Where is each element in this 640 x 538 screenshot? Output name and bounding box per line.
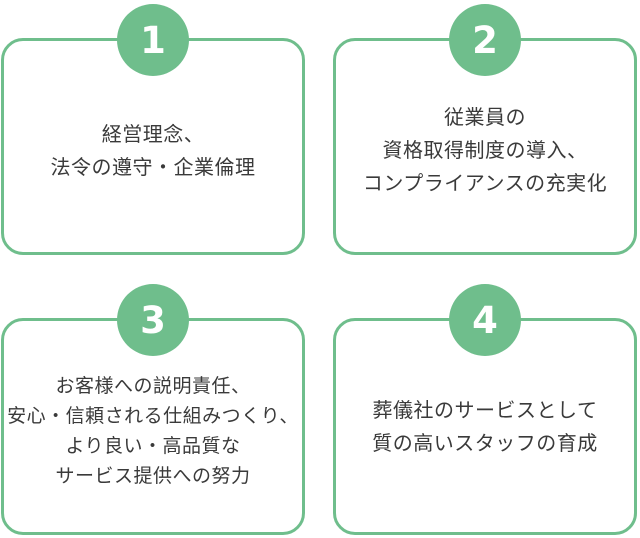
card-4-text: 葬儀社のサービスとして 質の高いスタッフの育成	[372, 394, 598, 460]
number-badge-4: 4	[449, 284, 521, 356]
card-3-text: お客様への説明責任、 安心・信頼される仕組みつくり、 より良い・高品質な サービ…	[7, 371, 299, 491]
card-2-line-2: 資格取得制度の導入、	[382, 138, 588, 162]
card-2: 2 従業員の 資格取得制度の導入、 コンプライアンスの充実化	[333, 4, 637, 255]
card-4-line-1: 葬儀社のサービスとして	[372, 397, 598, 422]
card-3-line-2: 安心・信頼される仕組みつくり、	[7, 404, 299, 427]
card-2-line-3: コンプライアンスの充実化	[362, 171, 608, 195]
card-3: 3 お客様への説明責任、 安心・信頼される仕組みつくり、 より良い・高品質な サ…	[1, 284, 305, 535]
card-3-line-4: サービス提供への努力	[55, 464, 251, 487]
card-4-line-2: 質の高いスタッフの育成	[372, 430, 598, 455]
card-4: 4 葬儀社のサービスとして 質の高いスタッフの育成	[333, 284, 637, 535]
card-2-text: 従業員の 資格取得制度の導入、 コンプライアンスの充実化	[363, 101, 607, 200]
number-badge-1: 1	[117, 4, 189, 76]
number-badge-3: 3	[117, 284, 189, 356]
card-1-line-1: 経営理念、	[101, 121, 205, 146]
card-3-line-1: お客様への説明責任、	[55, 374, 251, 397]
card-1: 1 経営理念、 法令の遵守・企業倫理	[1, 4, 305, 255]
card-3-line-3: より良い・高品質な	[65, 434, 241, 457]
number-badge-2: 2	[449, 4, 521, 76]
card-1-text: 経営理念、 法令の遵守・企業倫理	[51, 118, 256, 184]
card-1-line-2: 法令の遵守・企業倫理	[50, 154, 256, 179]
card-2-line-1: 従業員の	[443, 105, 526, 129]
